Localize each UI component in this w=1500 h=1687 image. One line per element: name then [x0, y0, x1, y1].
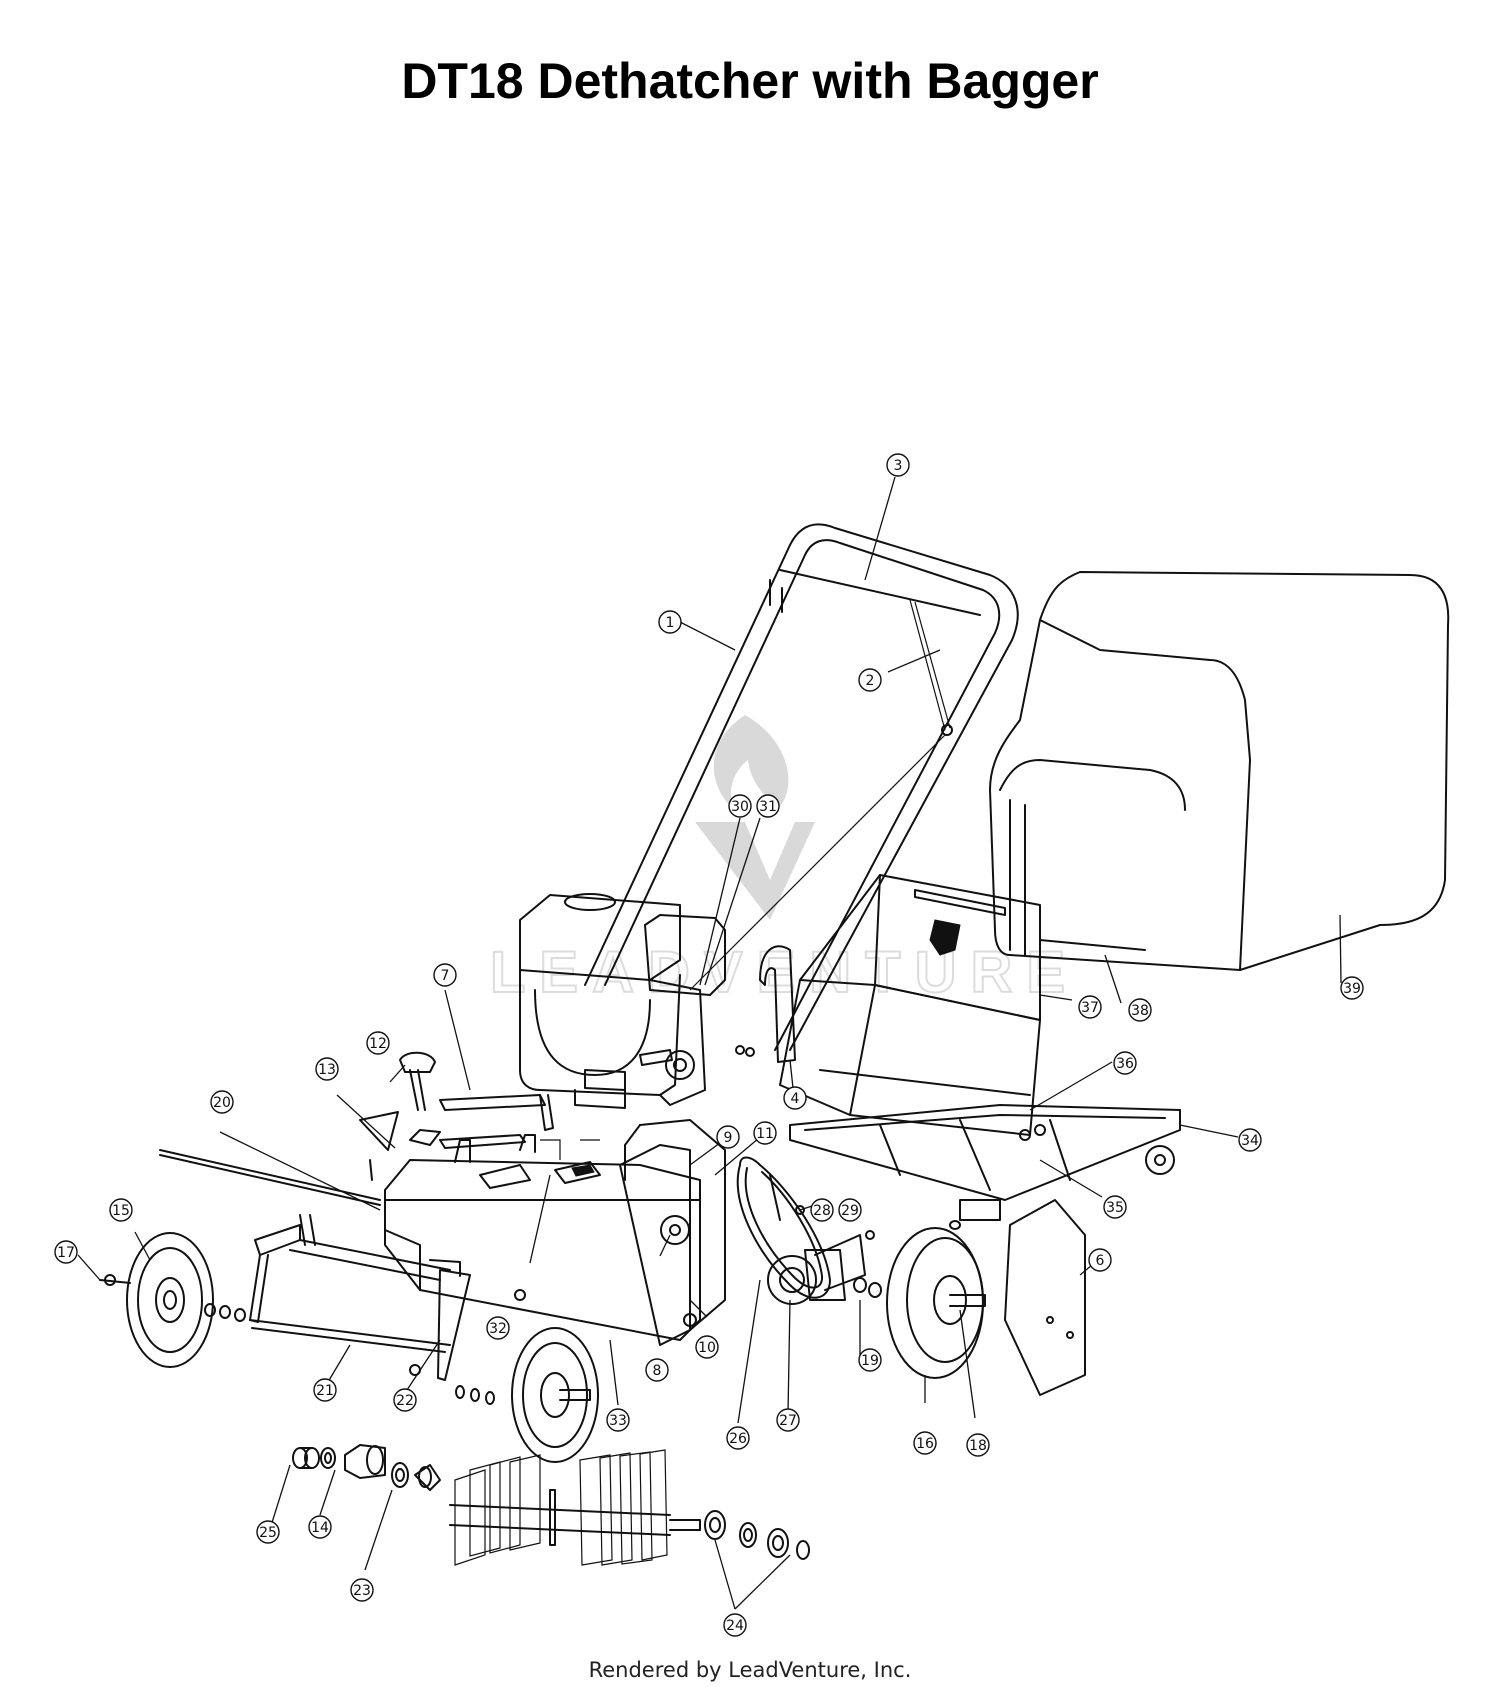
callout-26: 26 — [726, 1426, 750, 1450]
svg-text:20: 20 — [213, 1095, 231, 1111]
callout-29: 29 — [838, 1198, 862, 1222]
svg-text:11: 11 — [756, 1126, 774, 1142]
svg-text:12: 12 — [369, 1036, 387, 1052]
callout-7: 7 — [433, 963, 457, 987]
engine — [519, 893, 726, 1109]
handle-assembly — [584, 523, 1019, 1063]
callout-34: 34 — [1238, 1128, 1262, 1152]
callout-8: 8 — [645, 1358, 669, 1382]
callout-2: 2 — [858, 668, 882, 692]
dethatcher-deck — [384, 1119, 726, 1346]
svg-text:17: 17 — [57, 1245, 75, 1261]
small-hardware — [99, 1045, 1046, 1560]
callout-9: 9 — [716, 1125, 740, 1149]
svg-text:23: 23 — [353, 1583, 371, 1599]
svg-text:25: 25 — [259, 1525, 277, 1541]
svg-text:16: 16 — [916, 1436, 934, 1452]
side-plate — [1004, 1199, 1086, 1396]
svg-text:7: 7 — [441, 968, 450, 984]
wheel-right — [886, 1227, 986, 1379]
callout-6: 6 — [1088, 1248, 1112, 1272]
callout-25: 25 — [256, 1520, 280, 1544]
svg-text:24: 24 — [726, 1618, 744, 1634]
svg-text:14: 14 — [311, 1520, 329, 1536]
drive-belt — [736, 1156, 866, 1305]
dethatcher-reel — [449, 1449, 701, 1566]
svg-text:3: 3 — [894, 458, 903, 474]
callout-11: 11 — [753, 1121, 777, 1145]
svg-text:21: 21 — [316, 1383, 334, 1399]
svg-text:26: 26 — [729, 1431, 747, 1447]
svg-text:36: 36 — [1116, 1056, 1134, 1072]
svg-text:38: 38 — [1131, 1003, 1149, 1019]
callout-28: 28 — [810, 1198, 834, 1222]
svg-text:31: 31 — [759, 799, 777, 815]
svg-text:10: 10 — [698, 1340, 716, 1356]
svg-text:6: 6 — [1096, 1253, 1105, 1269]
callout-31: 31 — [756, 794, 780, 818]
svg-text:1: 1 — [666, 615, 675, 631]
svg-text:4: 4 — [791, 1091, 800, 1107]
bagger-chute — [779, 874, 1041, 1136]
callout-22: 22 — [393, 1388, 417, 1412]
svg-text:30: 30 — [731, 799, 749, 815]
svg-text:37: 37 — [1081, 1000, 1099, 1016]
svg-text:15: 15 — [112, 1203, 130, 1219]
callout-4: 4 — [783, 1086, 807, 1110]
callout-16: 16 — [913, 1431, 937, 1455]
callout-3: 3 — [886, 453, 910, 477]
grass-bag — [989, 571, 1450, 971]
callout-19: 19 — [858, 1348, 882, 1372]
callout-24: 24 — [723, 1613, 747, 1637]
callout-14: 14 — [308, 1515, 332, 1539]
callout-32: 32 — [486, 1316, 510, 1340]
svg-text:27: 27 — [779, 1413, 797, 1429]
svg-text:2: 2 — [866, 673, 875, 689]
svg-text:8: 8 — [653, 1363, 662, 1379]
svg-text:32: 32 — [489, 1321, 507, 1337]
wheel-rear-left — [126, 1232, 214, 1368]
svg-text:19: 19 — [861, 1353, 879, 1369]
callout-27: 27 — [776, 1408, 800, 1432]
wheel-front-left — [511, 1327, 599, 1463]
height-adjust-bracket — [249, 1214, 471, 1381]
svg-text:9: 9 — [724, 1130, 733, 1146]
callout-37: 37 — [1078, 995, 1102, 1019]
callout-21: 21 — [313, 1378, 337, 1402]
svg-text:22: 22 — [396, 1393, 414, 1409]
bagger-frame — [789, 1104, 1181, 1221]
callout-35: 35 — [1103, 1195, 1127, 1219]
callout-12: 12 — [366, 1031, 390, 1055]
svg-text:29: 29 — [841, 1203, 859, 1219]
page-title: DT18 Dethatcher with Bagger — [401, 53, 1099, 109]
callout-33: 33 — [606, 1408, 630, 1432]
callout-15: 15 — [109, 1198, 133, 1222]
svg-text:39: 39 — [1343, 981, 1361, 997]
callout-10: 10 — [695, 1335, 719, 1359]
svg-text:33: 33 — [609, 1413, 627, 1429]
svg-text:28: 28 — [813, 1203, 831, 1219]
svg-text:34: 34 — [1241, 1133, 1259, 1149]
svg-text:35: 35 — [1106, 1200, 1124, 1216]
svg-text:18: 18 — [969, 1438, 987, 1454]
svg-text:13: 13 — [318, 1062, 336, 1078]
callout-17: 17 — [54, 1240, 78, 1264]
callout-38: 38 — [1128, 998, 1152, 1022]
callout-13: 13 — [315, 1057, 339, 1081]
footer-credit: Rendered by LeadVenture, Inc. — [588, 1658, 912, 1682]
watermark-text: LEADVENTURE — [490, 940, 1079, 1005]
callout-1: 1 — [658, 610, 682, 634]
callout-36: 36 — [1113, 1051, 1137, 1075]
callout-23: 23 — [350, 1578, 374, 1602]
throttle-lever — [159, 1051, 554, 1206]
leadventure-watermark-logo: LEADVENTURE — [489, 715, 1079, 1006]
leader-lines — [77, 476, 1342, 1610]
callout-30: 30 — [728, 794, 752, 818]
callout-20: 20 — [210, 1090, 234, 1114]
callout-18: 18 — [966, 1433, 990, 1457]
callout-39: 39 — [1340, 976, 1364, 1000]
